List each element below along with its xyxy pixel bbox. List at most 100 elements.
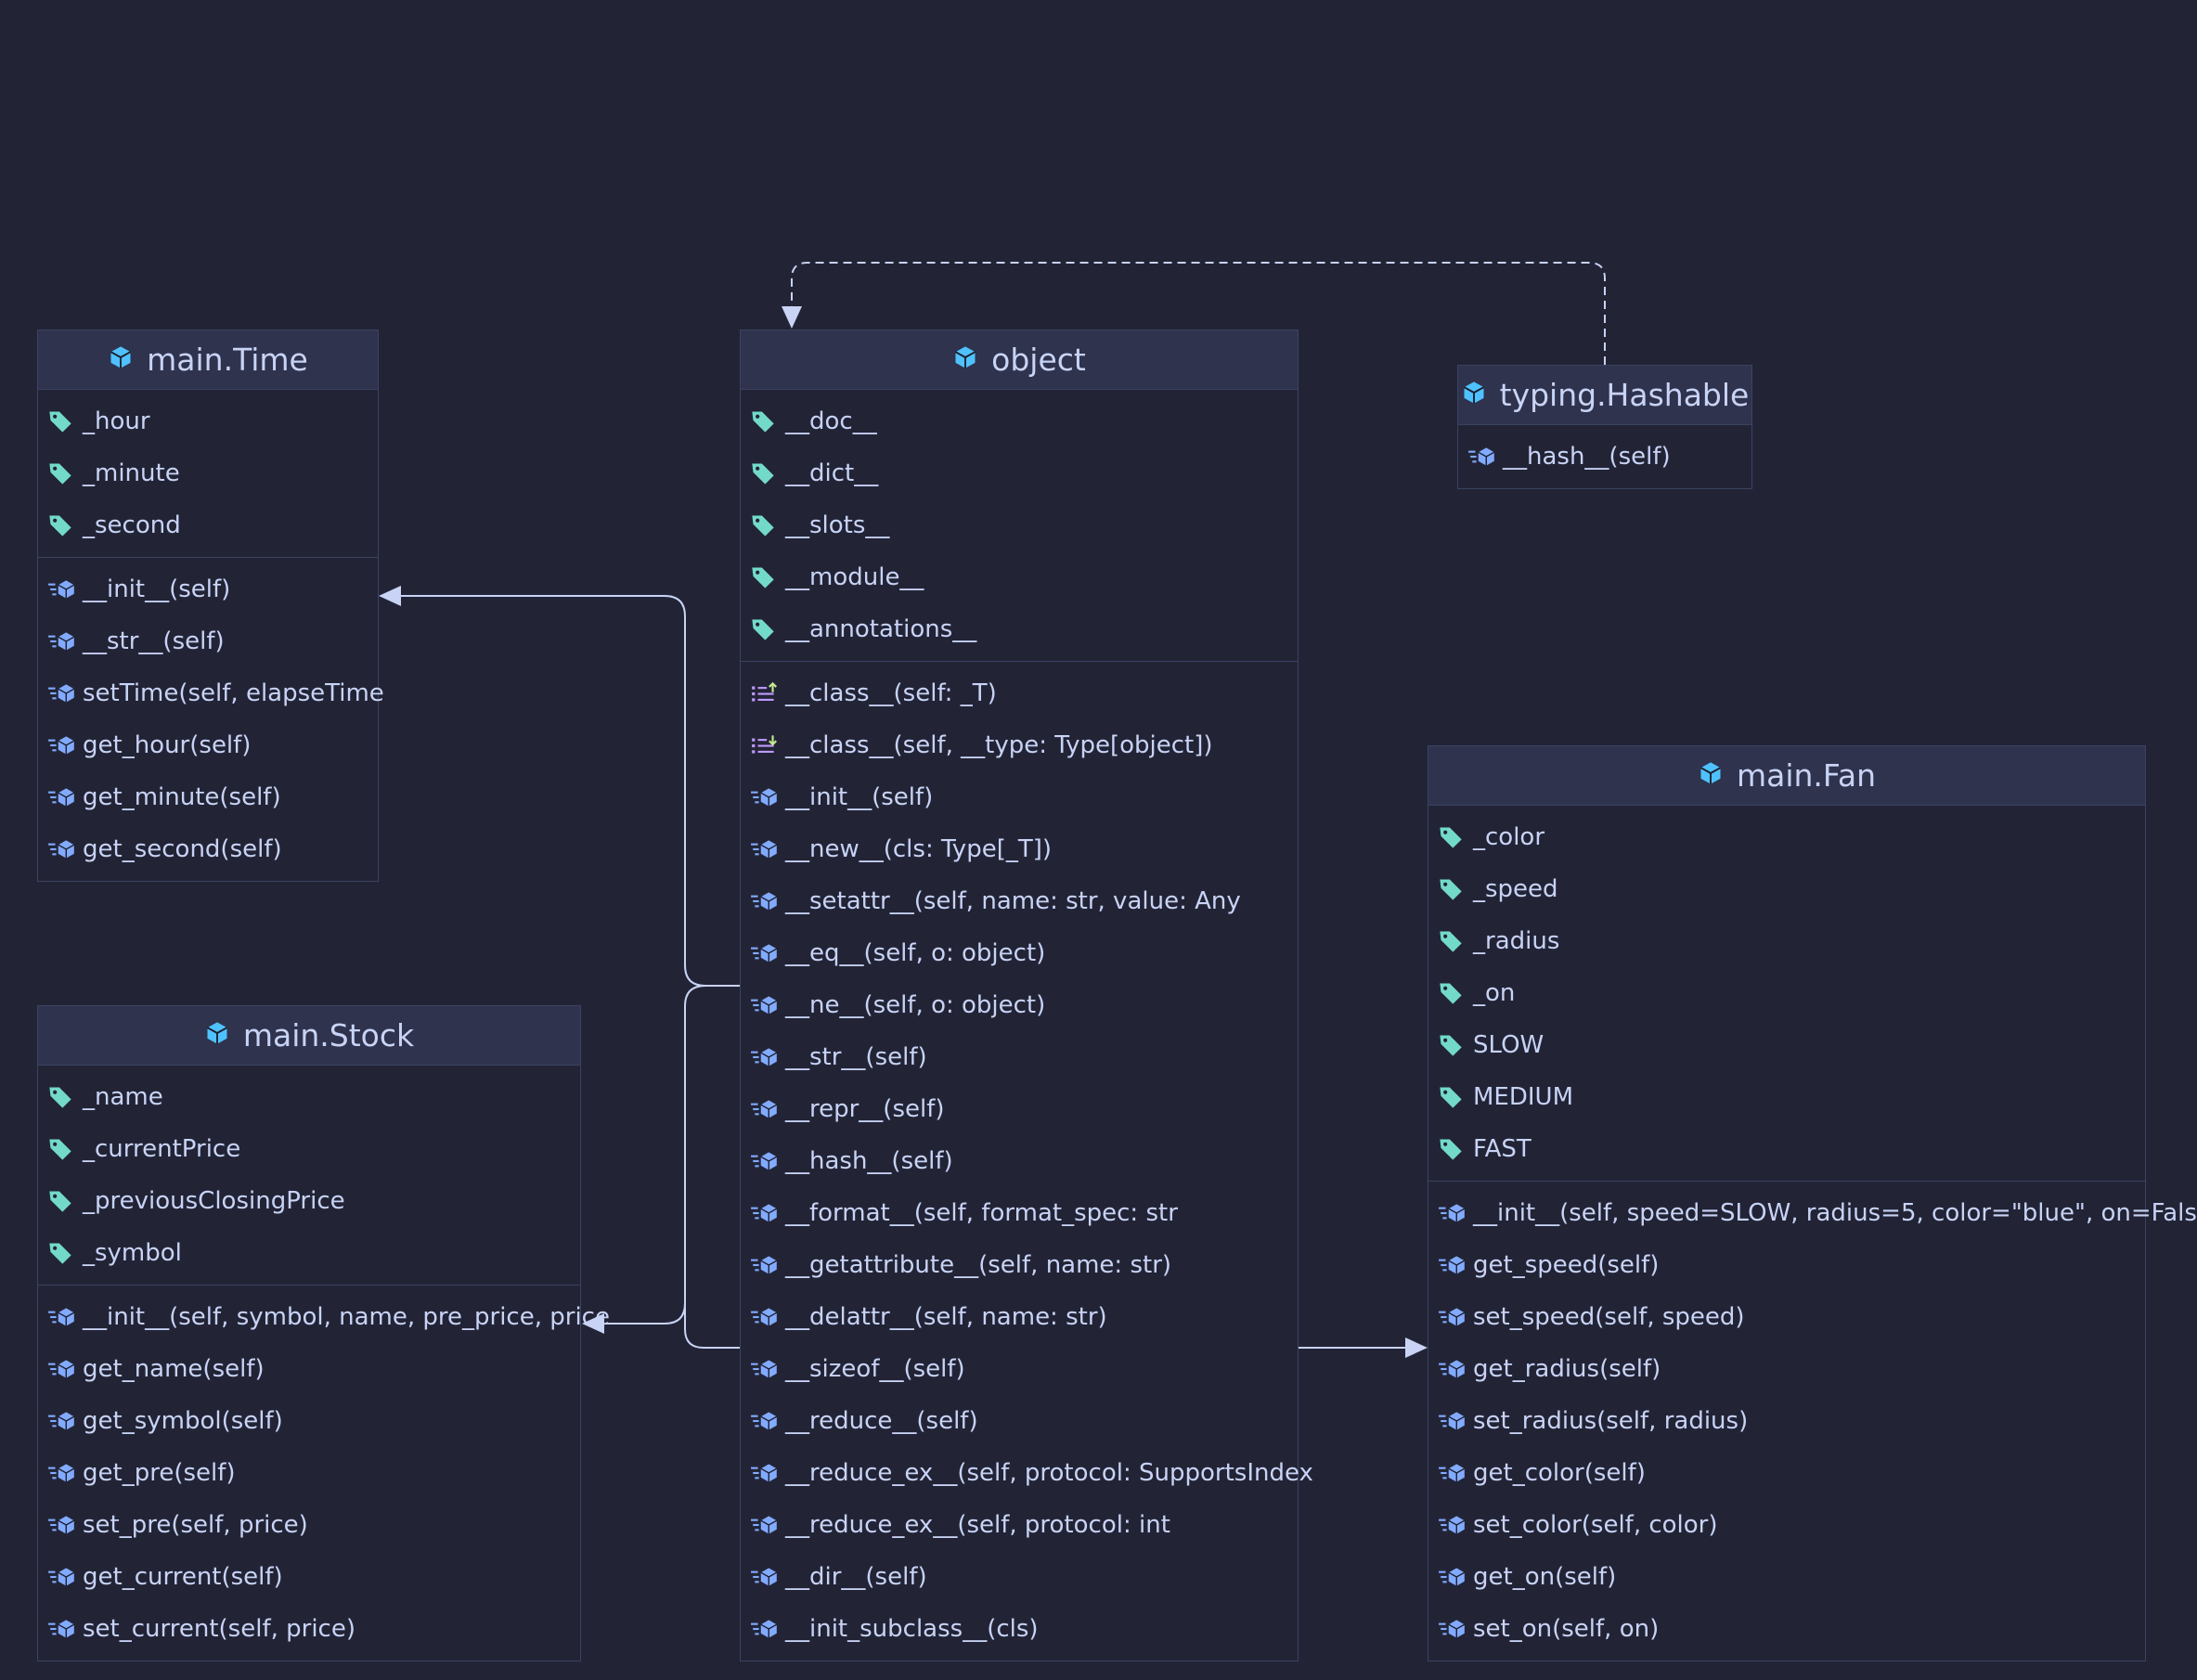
method-row[interactable]: __init__(self) <box>38 563 378 615</box>
class-icon <box>108 342 134 378</box>
field-row[interactable]: _second <box>38 499 378 551</box>
method-row[interactable]: __dir__(self) <box>741 1551 1298 1603</box>
class-main-fan[interactable]: main.Fan _color _speed _radius _on SLOW … <box>1428 745 2197 1661</box>
method-row[interactable]: set_current(self, price) <box>38 1603 580 1655</box>
method-row[interactable]: get_speed(self) <box>1428 1239 2145 1291</box>
method-row[interactable]: __init_subclass__(cls) <box>741 1603 1298 1655</box>
member-signature: get_speed(self) <box>1473 1251 1660 1279</box>
method-row[interactable]: __ne__(self, o: object) <box>741 979 1298 1031</box>
method-row[interactable]: get_second(self) <box>38 823 378 875</box>
field-row[interactable]: MEDIUM <box>1428 1071 2145 1123</box>
property-row[interactable]: __class__(self, __type: Type[object]) <box>741 719 1298 771</box>
method-row[interactable]: get_current(self) <box>38 1551 580 1603</box>
method-row[interactable]: get_pre(self) <box>38 1447 580 1499</box>
field-row[interactable]: __doc__ <box>741 395 1298 447</box>
method-row[interactable]: __str__(self) <box>741 1031 1298 1083</box>
arrowhead-stock <box>582 1313 604 1334</box>
class-typing-hashable[interactable]: typing.Hashable __hash__(self) <box>1457 365 1752 489</box>
field-row[interactable]: _currentPrice <box>38 1123 580 1175</box>
field-row[interactable]: _speed <box>1428 863 2145 915</box>
method-row[interactable]: __hash__(self) <box>1458 431 1751 483</box>
field-row[interactable]: __dict__ <box>741 447 1298 499</box>
method-row[interactable]: __format__(self, format_spec: str <box>741 1187 1298 1239</box>
method-row[interactable]: get_hour(self) <box>38 719 378 771</box>
member-signature: __init__(self, speed=SLOW, radius=5, col… <box>1473 1199 2197 1227</box>
member-signature: __reduce_ex__(self, protocol: int <box>785 1511 1170 1539</box>
method-row[interactable]: __str__(self) <box>38 615 378 667</box>
class-main-time[interactable]: main.Time _hour _minute _second __init__… <box>37 330 384 882</box>
field-row[interactable]: _color <box>1428 811 2145 863</box>
member-signature: set_pre(self, price) <box>83 1511 308 1539</box>
field-tag-icon <box>1438 1135 1469 1163</box>
method-row[interactable]: __repr__(self) <box>741 1083 1298 1135</box>
method-row[interactable]: __eq__(self, o: object) <box>741 927 1298 979</box>
field-name: _on <box>1473 979 1516 1007</box>
method-row[interactable]: set_radius(self, radius) <box>1428 1395 2145 1447</box>
method-row[interactable]: __init__(self) <box>741 771 1298 823</box>
method-icon <box>1438 1355 1469 1383</box>
field-row[interactable]: __annotations__ <box>741 603 1298 655</box>
method-row[interactable]: __new__(cls: Type[_T]) <box>741 823 1298 875</box>
method-row[interactable]: __init__(self, speed=SLOW, radius=5, col… <box>1428 1187 2197 1239</box>
method-row[interactable]: __delattr__(self, name: str) <box>741 1291 1298 1343</box>
field-row[interactable]: _symbol <box>38 1227 580 1279</box>
member-signature: __hash__(self) <box>785 1147 953 1175</box>
field-tag-icon <box>47 1187 79 1215</box>
class-main-stock[interactable]: main.Stock _name _currentPrice _previous… <box>37 1005 610 1661</box>
arrowhead-object <box>782 306 802 329</box>
method-icon <box>750 1095 782 1123</box>
class-icon <box>204 1017 230 1053</box>
field-row[interactable]: _minute <box>38 447 378 499</box>
method-row[interactable]: __hash__(self) <box>741 1135 1298 1187</box>
member-signature: __hash__(self) <box>1503 443 1671 471</box>
member-signature: set_radius(self, radius) <box>1473 1407 1749 1435</box>
field-tag-icon <box>1438 927 1469 955</box>
field-row[interactable]: SLOW <box>1428 1019 2145 1071</box>
field-name: _hour <box>83 407 150 435</box>
class-name: main.Fan <box>1736 757 1877 794</box>
field-row[interactable]: _hour <box>38 395 378 447</box>
field-row[interactable]: _radius <box>1428 915 2145 967</box>
property-row[interactable]: __class__(self: _T) <box>741 667 1298 719</box>
field-row[interactable]: _on <box>1428 967 2145 1019</box>
method-row[interactable]: __setattr__(self, name: str, value: Any <box>741 875 1298 927</box>
member-signature: set_speed(self, speed) <box>1473 1303 1745 1331</box>
field-name: __slots__ <box>785 511 890 539</box>
method-row[interactable]: get_color(self) <box>1428 1447 2145 1499</box>
method-row[interactable]: get_symbol(self) <box>38 1395 580 1447</box>
method-row[interactable]: __reduce__(self) <box>741 1395 1298 1447</box>
method-row[interactable]: __sizeof__(self) <box>741 1343 1298 1395</box>
member-signature: __init__(self) <box>785 783 934 811</box>
method-row[interactable]: set_pre(self, price) <box>38 1499 580 1551</box>
method-icon <box>47 835 79 863</box>
method-row[interactable]: set_speed(self, speed) <box>1428 1291 2145 1343</box>
method-row[interactable]: set_on(self, on) <box>1428 1603 2145 1655</box>
method-row[interactable]: __init__(self, symbol, name, pre_price, … <box>38 1291 610 1343</box>
field-tag-icon <box>1438 1031 1469 1059</box>
method-row[interactable]: set_color(self, color) <box>1428 1499 2145 1551</box>
class-header: typing.Hashable <box>1458 366 1751 425</box>
method-row[interactable]: __reduce_ex__(self, protocol: SupportsIn… <box>741 1447 1313 1499</box>
field-row[interactable]: FAST <box>1428 1123 2145 1175</box>
method-row[interactable]: __reduce_ex__(self, protocol: int <box>741 1499 1298 1551</box>
field-row[interactable]: _name <box>38 1071 580 1123</box>
field-name: __module__ <box>785 563 924 591</box>
member-signature: __str__(self) <box>83 627 225 655</box>
method-row[interactable]: __getattribute__(self, name: str) <box>741 1239 1298 1291</box>
method-icon <box>750 1407 782 1435</box>
field-row[interactable]: __module__ <box>741 551 1298 603</box>
field-row[interactable]: __slots__ <box>741 499 1298 551</box>
method-row[interactable]: get_on(self) <box>1428 1551 2145 1603</box>
method-row[interactable]: get_minute(self) <box>38 771 378 823</box>
member-signature: get_radius(self) <box>1473 1355 1661 1383</box>
method-icon <box>47 1511 79 1539</box>
class-icon <box>952 342 978 378</box>
method-icon <box>1438 1563 1469 1591</box>
field-tag-icon <box>47 1083 79 1111</box>
field-row[interactable]: _previousClosingPrice <box>38 1175 580 1227</box>
method-row[interactable]: setTime(self, elapseTime <box>38 667 384 719</box>
class-object[interactable]: object __doc__ __dict__ __slots__ __modu… <box>740 330 1313 1661</box>
method-row[interactable]: get_name(self) <box>38 1343 580 1395</box>
method-icon <box>750 1355 782 1383</box>
method-row[interactable]: get_radius(self) <box>1428 1343 2145 1395</box>
